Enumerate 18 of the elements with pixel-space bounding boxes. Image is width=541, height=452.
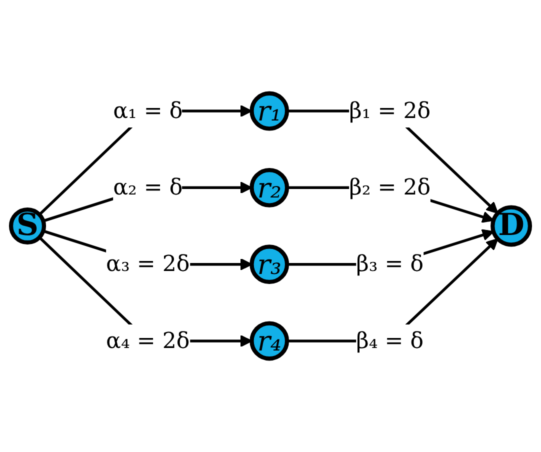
node-circle: r₃ [250, 244, 290, 284]
edge-label: α₂ = δ [113, 174, 183, 200]
node-circle: D [490, 205, 532, 247]
arrow [287, 110, 498, 214]
edge-label: β₁ = 2δ [349, 97, 431, 124]
edge-label: β₂ = 2δ [349, 174, 431, 200]
edge-label: α₃ = 2δ [106, 250, 190, 277]
arrow [287, 238, 498, 342]
edge-label: α₄ = 2δ [106, 327, 190, 354]
node-circle: r₂ [250, 168, 290, 208]
arrow [38, 236, 252, 348]
node-circle: r₁ [250, 91, 290, 131]
node-circle: S [8, 207, 46, 245]
node-circle: r₄ [250, 321, 290, 361]
edge-label: β₄ = δ [356, 327, 424, 354]
edge-label: α₁ = δ [113, 97, 183, 124]
arrow [38, 104, 252, 216]
edge-label: β₃ = δ [356, 250, 424, 277]
